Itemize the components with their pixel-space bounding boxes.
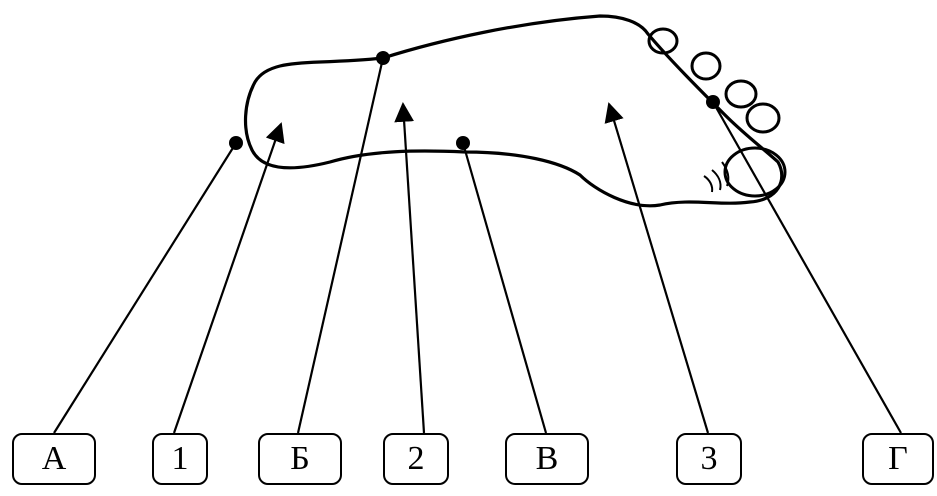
label-box-b: Б xyxy=(258,433,342,485)
toe-crease-lines xyxy=(703,161,730,193)
label-b-text: Б xyxy=(290,440,310,477)
toe-2 xyxy=(745,102,781,134)
point-dot-a xyxy=(229,136,243,150)
pointer-line-v xyxy=(461,142,548,434)
toe-5 xyxy=(647,27,679,55)
arrow-line-3 xyxy=(604,102,710,434)
label-box-1: 1 xyxy=(152,433,208,485)
label-v-text: В xyxy=(535,440,559,477)
toe-4 xyxy=(690,51,722,81)
footprint-outline xyxy=(243,14,784,208)
label-g-text: Г xyxy=(888,440,908,477)
big-toe xyxy=(723,146,787,198)
pointer-line-b xyxy=(296,57,385,434)
point-dot-b xyxy=(376,51,390,65)
toe-3 xyxy=(724,79,758,109)
label-box-g: Г xyxy=(862,433,934,485)
point-dot-v xyxy=(456,136,470,150)
label-box-v: В xyxy=(505,433,589,485)
arrow-line-2 xyxy=(394,102,426,434)
pointer-line-g xyxy=(712,101,902,434)
label-box-2: 2 xyxy=(383,433,449,485)
label-2-text: 2 xyxy=(407,440,425,477)
pointer-line-a xyxy=(53,142,237,434)
label-box-3: 3 xyxy=(676,433,742,485)
label-a-text: А xyxy=(41,440,67,477)
arrow-line-1 xyxy=(172,122,285,434)
label-3-text: 3 xyxy=(700,440,718,477)
label-box-a: А xyxy=(12,433,96,485)
label-1-text: 1 xyxy=(171,440,189,477)
point-dot-g xyxy=(706,95,720,109)
